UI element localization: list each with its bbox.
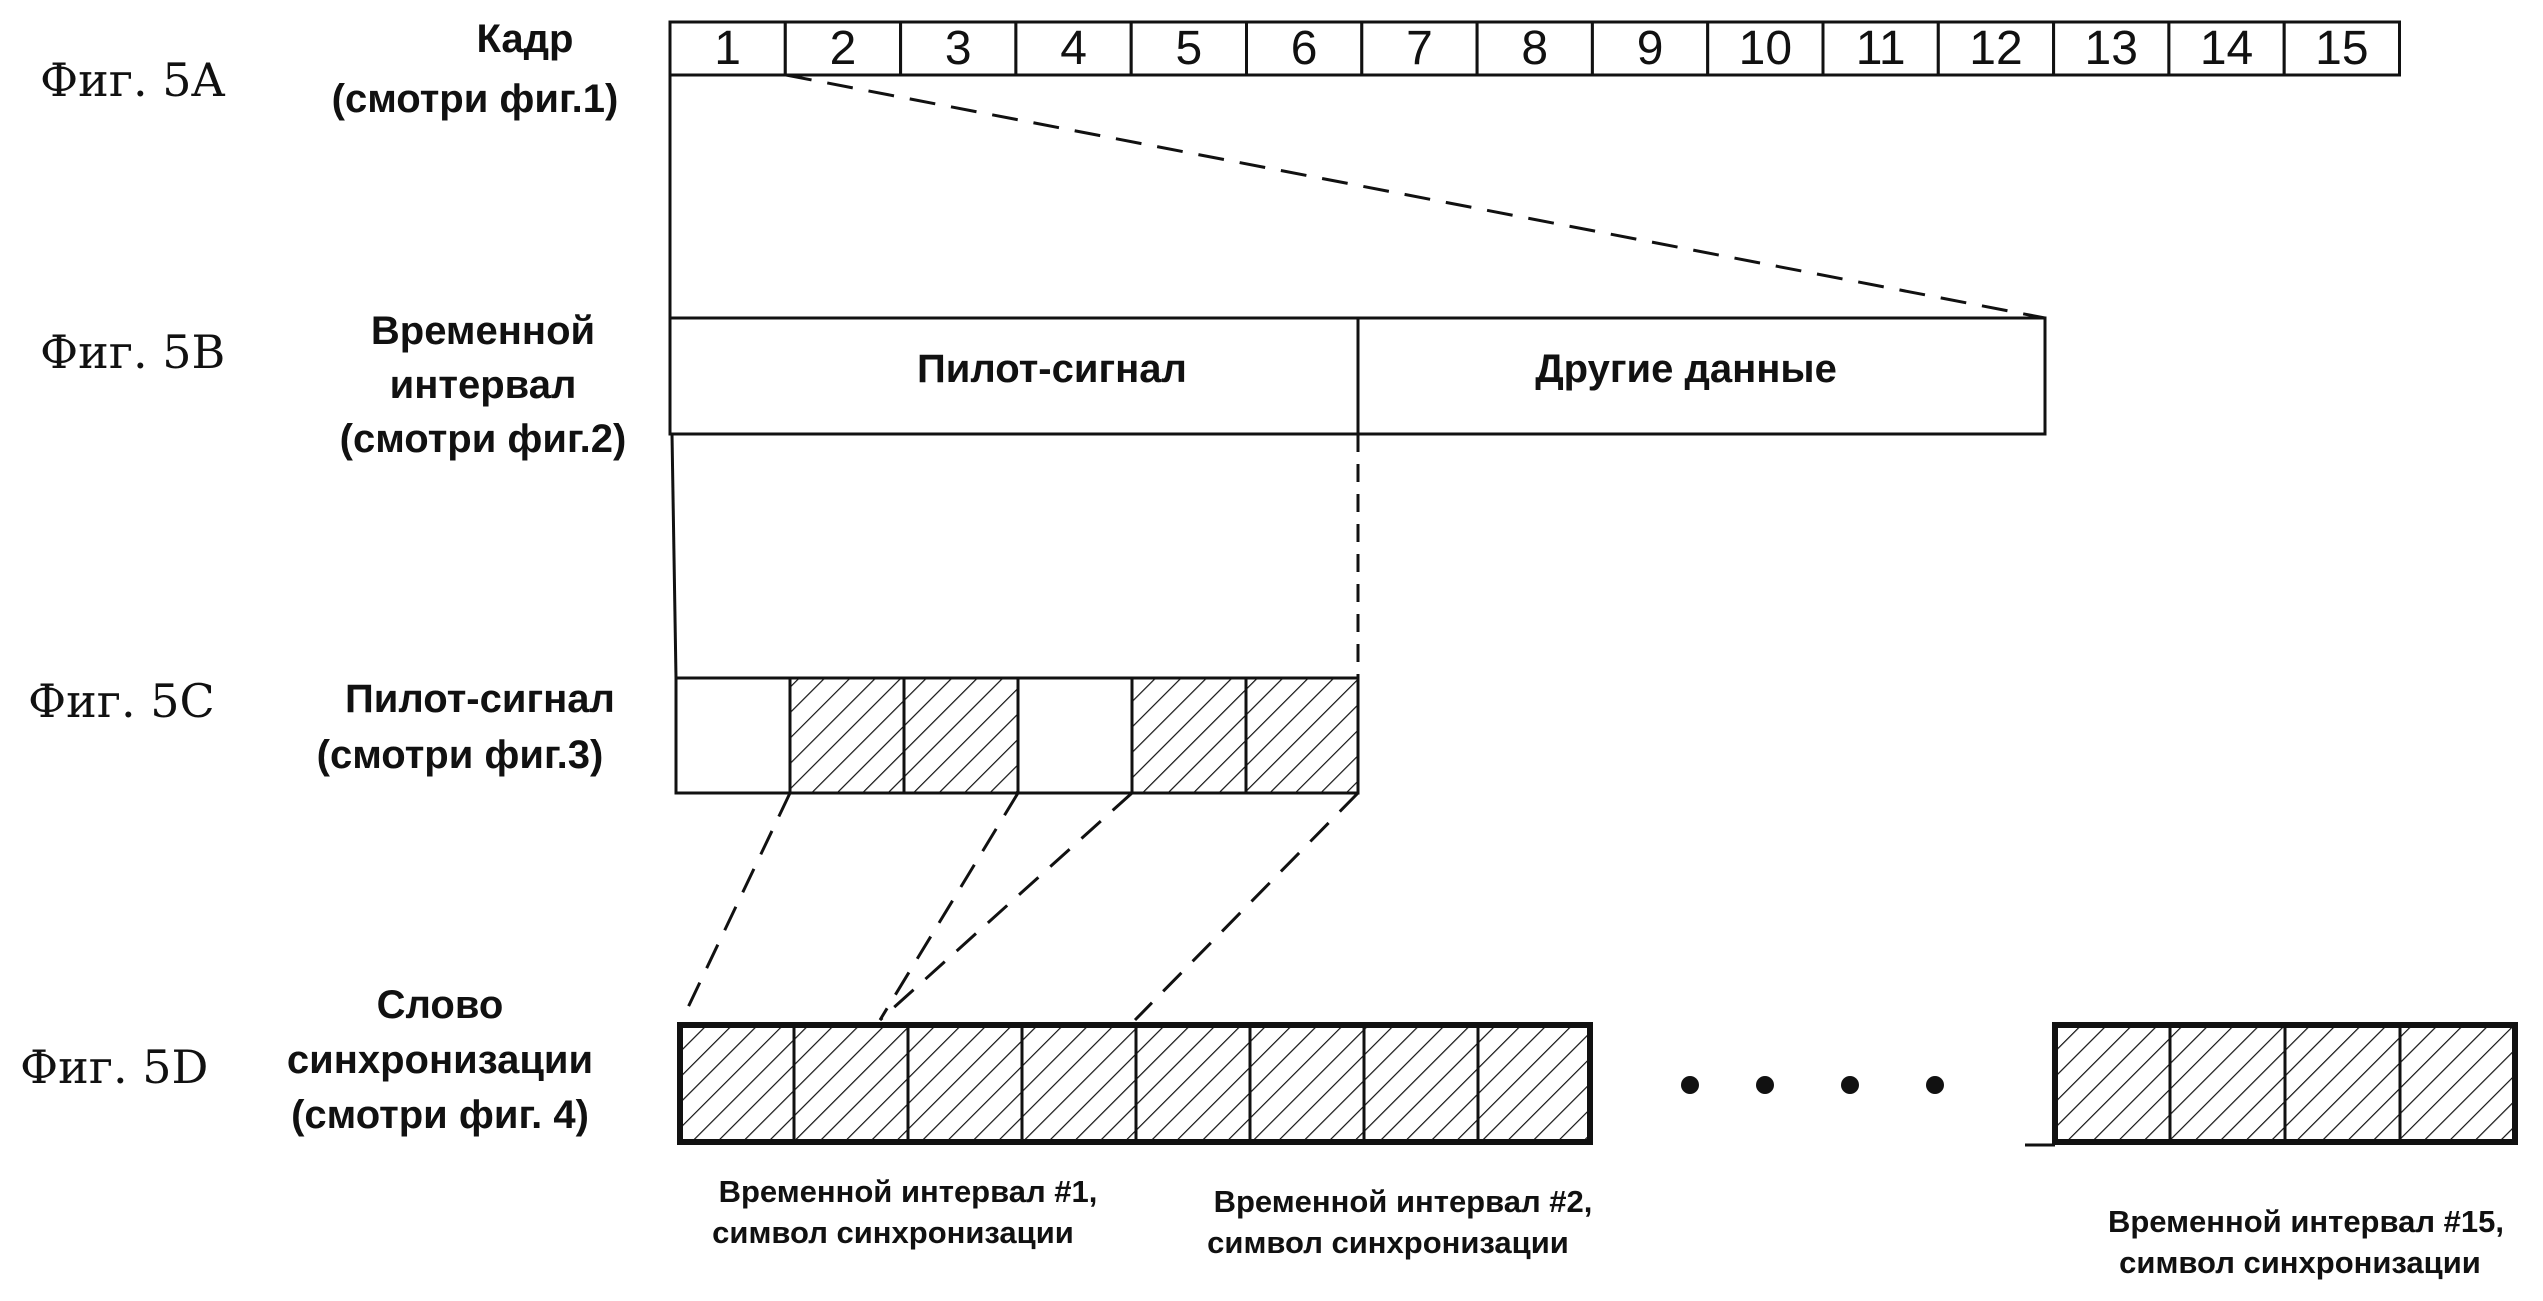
fig-5b-title-3: (смотри фиг.2) [340, 417, 627, 461]
pilot-section [668, 316, 1360, 436]
frame-slot-15 [2282, 20, 2401, 77]
frame-slot-9 [1590, 20, 1710, 77]
frame-slot-8 [1475, 20, 1594, 77]
frame-slot-6 [1245, 20, 1364, 77]
frame-slot-label-3: 3 [945, 22, 972, 75]
fig-5d-title-2: синхронизации [287, 1038, 593, 1082]
slot-expansion-line [785, 73, 2046, 320]
fig-5c-label: Фиг. 5C [28, 674, 215, 728]
frame-slot-label-6: 6 [1291, 22, 1318, 75]
pilot-left-edge [670, 433, 678, 679]
frame-slot-label-11: 11 [1856, 22, 1906, 75]
frame-slot-label-1: 1 [714, 22, 741, 75]
ellipsis-dot-1 [1681, 1076, 1699, 1094]
fig-5d-title-3: (смотри фиг. 4) [291, 1093, 589, 1137]
frame-slot-label-10: 10 [1739, 22, 1792, 75]
fig-5a-title: Кадр [477, 17, 574, 61]
ellipsis-dot-4 [1926, 1076, 1944, 1094]
frame-slot-12 [1936, 20, 2056, 77]
map-line-1 [680, 792, 792, 1021]
frame-slot-5 [1129, 20, 1248, 77]
map-line-2 [878, 792, 1020, 1021]
pilot-symbol-2 [788, 676, 906, 795]
fig-5b-title-2: интервал [390, 363, 577, 407]
fig-5d-label: Фиг. 5D [20, 1040, 208, 1094]
frame-slot-label-8: 8 [1521, 22, 1548, 75]
frame-slot-label-9: 9 [1637, 22, 1664, 75]
frame-slot-10 [1706, 20, 1825, 77]
fig-5c-title: Пилот-сигнал [345, 677, 615, 721]
map-line-3 [878, 791, 1134, 1022]
ellipsis-dot-2 [1756, 1076, 1774, 1094]
slot15-caption-2: символ синхронизации [2119, 1245, 2481, 1280]
frame-slot-7 [1360, 20, 1479, 77]
pilot-symbol-1 [674, 676, 792, 795]
frame-slot-label-5: 5 [1175, 22, 1202, 75]
frame-slot-label-4: 4 [1060, 22, 1087, 75]
pilot-section-label: Пилот-сигнал [917, 347, 1187, 391]
fig-5a-label: Фиг. 5A [40, 53, 225, 107]
slot2-caption-1: Временной интервал #2, [1214, 1184, 1593, 1219]
frame-slot-3 [899, 20, 1018, 77]
other-data-label: Другие данные [1535, 347, 1837, 391]
slot15-caption-1: Временной интервал #15, [2108, 1204, 2504, 1239]
frame-slot-13 [2052, 20, 2171, 77]
frame-slot-14 [2167, 20, 2286, 77]
frame-slot-1 [668, 20, 787, 77]
ellipsis-dot-3 [1841, 1076, 1859, 1094]
frame-slot-label-13: 13 [2085, 22, 2138, 75]
fig-5d-title-1: Слово [377, 983, 504, 1027]
frame-slot-label-15: 15 [2315, 22, 2368, 75]
frame-slot-label-7: 7 [1406, 22, 1433, 75]
other-data-section [1356, 316, 2047, 436]
frame-slot-label-14: 14 [2200, 22, 2253, 75]
slot2-caption-2: символ синхронизации [1207, 1225, 1569, 1260]
pilot-symbol-3 [902, 676, 1020, 795]
fig-5c-subtitle: (смотри фиг.3) [317, 733, 604, 777]
pilot-symbol-5 [1130, 676, 1248, 795]
frame-slot-label-2: 2 [830, 22, 857, 75]
fig-5a-subtitle: (смотри фиг.1) [332, 77, 619, 121]
pilot-symbol-4 [1016, 676, 1134, 795]
slot1-caption-2: символ синхронизации [712, 1215, 1074, 1250]
map-line-4 [1133, 791, 1360, 1022]
pilot-symbol-6 [1244, 676, 1360, 795]
fig-5b-label: Фиг. 5B [40, 325, 225, 379]
frame-slot-2 [783, 20, 903, 77]
fig-5b-title-1: Временной [371, 309, 595, 353]
slot1-caption-1: Временной интервал #1, [719, 1174, 1098, 1209]
frame-slot-label-12: 12 [1969, 22, 2022, 75]
